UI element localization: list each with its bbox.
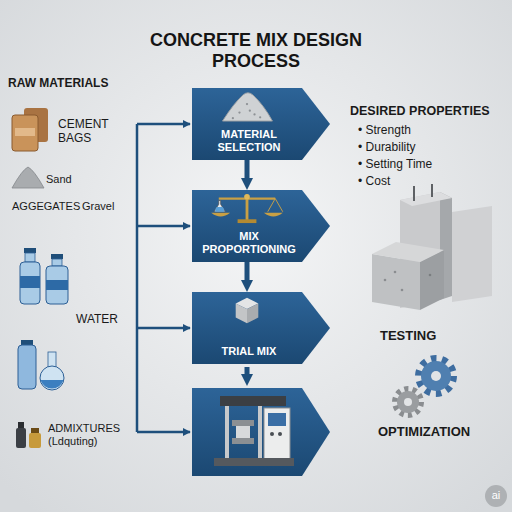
bottle-cap [24, 248, 36, 253]
bottle-label [20, 276, 40, 288]
diagram-title: CONCRETE MIX DESIGN PROCESS [136, 30, 376, 71]
watermark-badge [485, 485, 507, 507]
bottle-cap [21, 340, 33, 345]
bag-band [15, 128, 35, 136]
watermark: ai [485, 489, 507, 502]
flask-liquid [41, 380, 64, 389]
property-item: • Setting Time [358, 157, 432, 171]
property-item: • Durability [358, 140, 416, 154]
chevron-fill [192, 88, 330, 160]
section-heading: DESIRED PROPERTIES [350, 104, 490, 119]
stage-chevron [192, 388, 330, 476]
admixture-icon [16, 422, 41, 448]
bottle [16, 428, 26, 448]
machine-platen [232, 420, 254, 426]
machine-button [278, 432, 282, 436]
property-item: • Strength [358, 123, 411, 137]
rebar [431, 184, 433, 197]
chevron-fill [192, 190, 330, 262]
concrete-samples [372, 184, 492, 310]
bracket-arrow [137, 123, 190, 126]
bracket-arrow [137, 327, 190, 330]
water-bottles-icon [20, 248, 68, 304]
material-label: AGGEGATES [12, 200, 80, 213]
gear [397, 391, 419, 413]
feed-bracket [137, 124, 190, 432]
machine-head [220, 396, 286, 406]
process-step: TRIAL MIX [192, 292, 330, 364]
bottle [18, 345, 36, 389]
testing-stage [192, 367, 330, 476]
bracket-arrow [137, 225, 190, 228]
bracket-line [136, 124, 139, 432]
material-label: ADMIXTURES (Ldquting) [48, 422, 128, 448]
machine-base [214, 458, 294, 466]
bottle-label [46, 280, 68, 290]
bottle-cap [51, 254, 63, 259]
process-step: MIX PROPORTIONING [192, 190, 330, 262]
material-label: WATER [76, 312, 118, 326]
flow-arrow [245, 160, 250, 181]
bottle-neck [52, 259, 62, 266]
machine-column [225, 406, 229, 458]
optimization-gears [396, 360, 452, 414]
bottle [20, 262, 40, 304]
sand-pile-icon [12, 167, 44, 188]
concrete-cube-top [372, 242, 444, 262]
test-specimen [236, 426, 250, 438]
bottle [29, 433, 41, 448]
concrete-cube [372, 254, 420, 310]
machine-platen [232, 438, 254, 444]
step-title: MIX PROPORTIONING [198, 230, 300, 256]
machine-button [270, 432, 274, 436]
concrete-wall-top [400, 192, 452, 206]
machine-column [258, 406, 262, 458]
material-label: Sand [46, 173, 72, 186]
gear-teeth [420, 360, 452, 392]
chevron-fill [192, 292, 330, 364]
material-label: CEMENT BAGS [58, 117, 124, 146]
liquid-flasks-icon [18, 340, 64, 390]
gear-hole [404, 398, 412, 406]
bottle-cap [31, 428, 39, 433]
cement-bags-icon [12, 108, 48, 151]
property-item: • Cost [358, 174, 390, 188]
step-title: MATERIAL SELECTION [198, 128, 300, 154]
gear-teeth [396, 390, 420, 414]
concrete-slab [452, 206, 492, 302]
bottle-cap [18, 422, 24, 428]
process-step: MATERIAL SELECTION [192, 88, 330, 160]
flask [40, 366, 64, 390]
gear [421, 361, 451, 391]
bottle-neck [25, 253, 35, 262]
flow-arrow [245, 367, 250, 377]
material-label: Gravel [82, 200, 114, 213]
gear-hole [431, 371, 441, 381]
step-title: TRIAL MIX [198, 345, 300, 358]
cement-bag [12, 115, 38, 151]
machine-cabinet [264, 408, 290, 460]
step-icon [211, 194, 283, 223]
machine-screen [268, 413, 286, 426]
step-icon [236, 298, 259, 323]
section-heading: RAW MATERIALS [8, 76, 108, 90]
step-label: OPTIMIZATION [378, 424, 470, 440]
step-icon [223, 93, 273, 121]
flow-arrow [245, 262, 250, 283]
step-label: TESTING [380, 328, 436, 344]
rebar [413, 186, 415, 201]
bottle [46, 266, 68, 304]
bracket-arrow [137, 431, 190, 434]
